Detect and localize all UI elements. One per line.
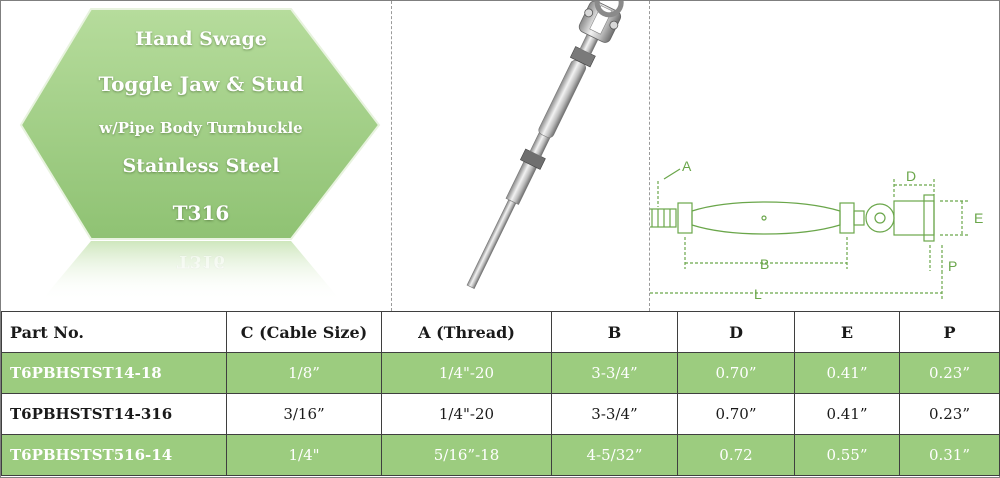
header-p: P [899, 311, 1000, 353]
cell-p: 0.31” [899, 434, 1000, 476]
label-b: B [760, 256, 769, 272]
hexagon-reflection [41, 241, 341, 301]
header-part-no: Part No. [1, 311, 227, 353]
hexagon-shape [19, 8, 381, 240]
title-line-1: Hand Swage [135, 28, 267, 50]
title-line-5: T316 [172, 201, 230, 225]
cell-e: 0.55” [794, 434, 900, 476]
cell-part-no: T6PBHSTST516-14 [1, 434, 227, 476]
cell-thread: 1/4"-20 [381, 352, 552, 394]
label-d: D [906, 168, 916, 184]
header-cable-size: C (Cable Size) [226, 311, 382, 353]
title-badge-panel: Hand Swage Toggle Jaw & Stud w/Pipe Body… [1, 1, 391, 311]
table-header-row: Part No. C (Cable Size) A (Thread) B D E… [1, 311, 1000, 353]
label-e: E [974, 210, 983, 226]
table-row: T6PBHSTST14-18 1/8” 1/4"-20 3-3/4” 0.70”… [1, 352, 1000, 394]
cell-e: 0.41” [794, 393, 900, 435]
header-area: Hand Swage Toggle Jaw & Stud w/Pipe Body… [1, 1, 999, 311]
cell-b: 4-5/32” [551, 434, 678, 476]
cell-d: 0.70” [677, 393, 795, 435]
cell-thread: 1/4"-20 [381, 393, 552, 435]
title-line-3: w/Pipe Body Turnbuckle [99, 119, 303, 137]
cell-p: 0.23” [899, 393, 1000, 435]
cell-p: 0.23” [899, 352, 1000, 394]
spec-table: Part No. C (Cable Size) A (Thread) B D E… [1, 311, 1000, 476]
title-line-4: Stainless Steel [122, 155, 280, 177]
cell-d: 0.70” [677, 352, 795, 394]
cell-cable-size: 1/4" [226, 434, 382, 476]
cell-cable-size: 3/16” [226, 393, 382, 435]
header-d: D [677, 311, 795, 353]
turnbuckle-photo [466, 1, 624, 289]
hexagon-badge [19, 8, 381, 301]
header-e: E [794, 311, 900, 353]
cell-b: 3-3/4” [551, 352, 678, 394]
table-row: T6PBHSTST14-316 3/16” 1/4"-20 3-3/4” 0.7… [1, 393, 1000, 435]
dimension-diagram [650, 168, 970, 299]
cell-part-no: T6PBHSTST14-18 [1, 352, 227, 394]
cell-cable-size: 1/8” [226, 352, 382, 394]
product-photo-panel [391, 1, 650, 311]
dimension-labels: C A D E B P L [682, 158, 983, 302]
label-l: L [754, 286, 762, 302]
table-row: T6PBHSTST516-14 1/4" 5/16”-18 4-5/32” 0.… [1, 434, 1000, 476]
title-line-2: Toggle Jaw & Stud [98, 72, 304, 96]
cell-part-no: T6PBHSTST14-316 [1, 393, 227, 435]
header-b: B [551, 311, 678, 353]
cell-thread: 5/16”-18 [381, 434, 552, 476]
label-a: A [682, 158, 692, 174]
title-reflection: T316 [176, 251, 226, 271]
dimension-diagram-panel: C A D E B P L [650, 1, 999, 311]
header-thread: A (Thread) [381, 311, 552, 353]
cell-b: 3-3/4” [551, 393, 678, 435]
cell-e: 0.41” [794, 352, 900, 394]
label-p: P [948, 258, 957, 274]
cell-d: 0.72 [677, 434, 795, 476]
